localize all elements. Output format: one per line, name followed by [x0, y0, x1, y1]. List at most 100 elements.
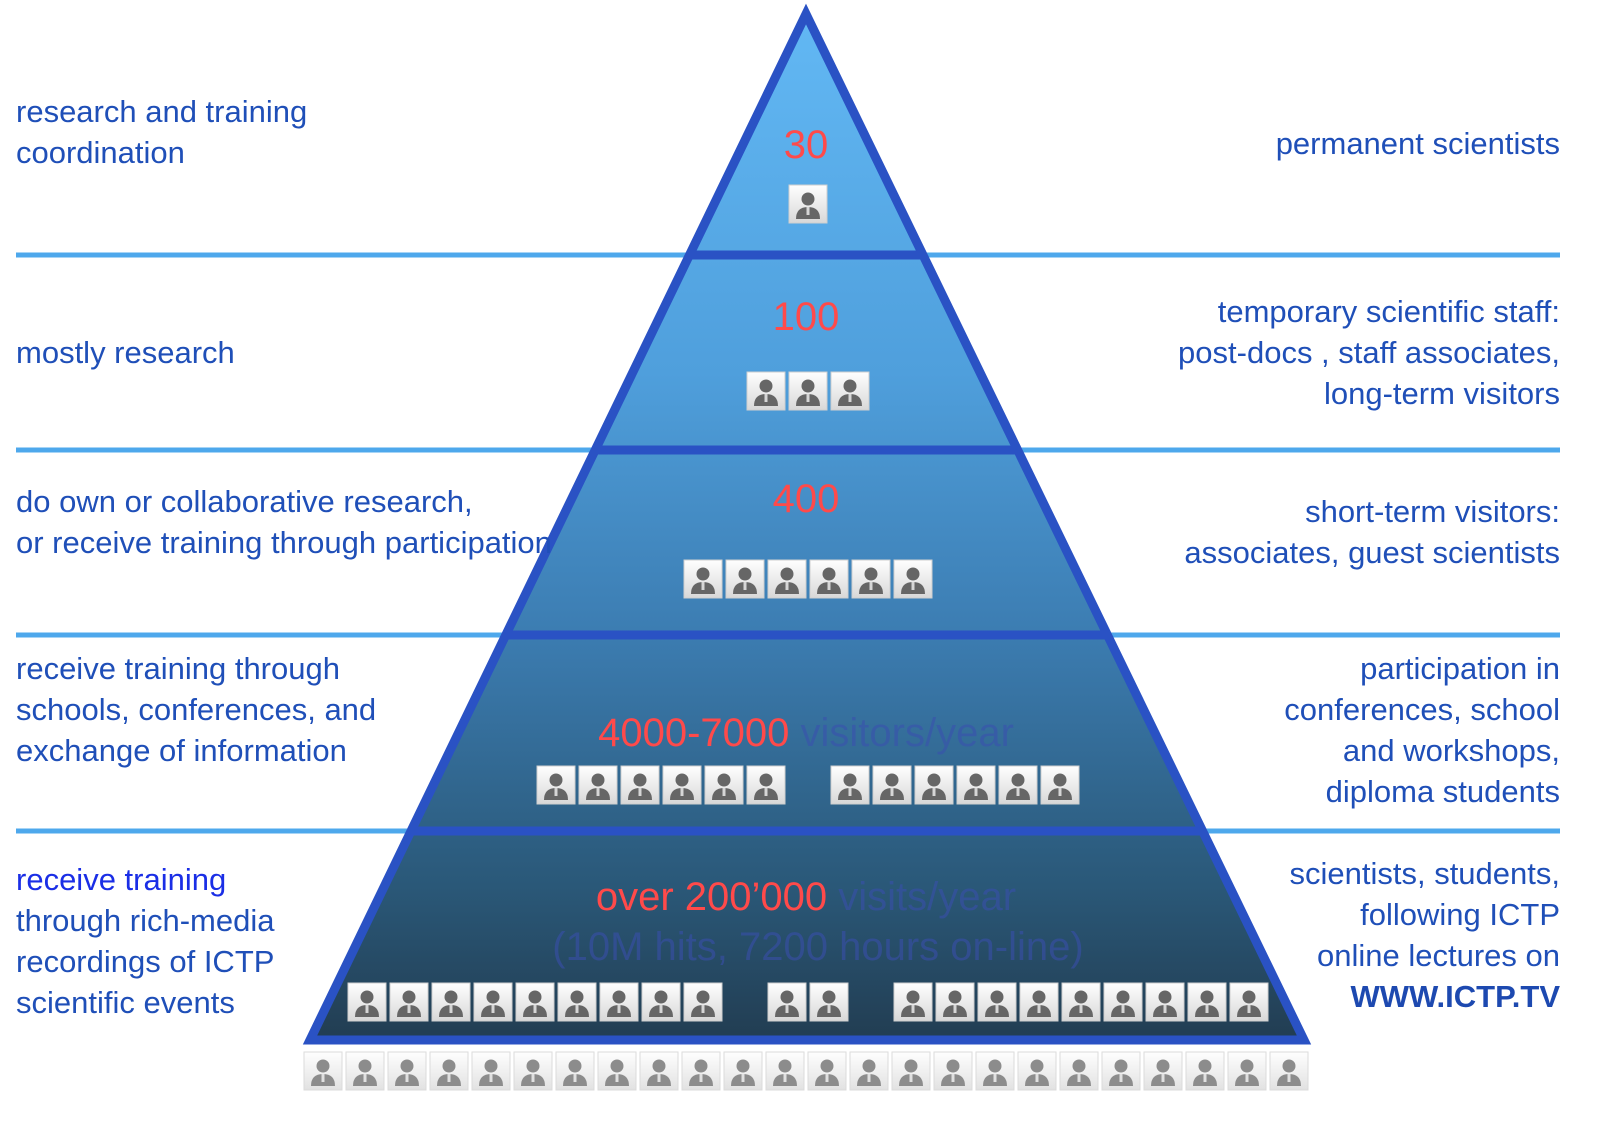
- person-icon: [998, 765, 1038, 805]
- person-icon: [1059, 1051, 1099, 1091]
- right-label-line: scientists, students,: [1289, 856, 1560, 891]
- left-label-line: exchange of information: [16, 733, 347, 768]
- person-icon: [515, 982, 555, 1022]
- person-icon: [473, 982, 513, 1022]
- right-label-tier-4: participation in conferences, school and…: [1284, 648, 1560, 812]
- right-label-line: conferences, school: [1284, 692, 1560, 727]
- right-label-line: short-term visitors:: [1305, 494, 1560, 529]
- person-icon: [809, 559, 849, 599]
- tier-number: 4000-7000: [598, 711, 789, 755]
- right-label-line: participation in: [1360, 651, 1560, 686]
- person-icon: [807, 1051, 847, 1091]
- tier-number: over 200’000: [596, 875, 827, 919]
- person-icon: [975, 1051, 1015, 1091]
- right-label-tier-3: short-term visitors: associates, guest s…: [1184, 491, 1560, 573]
- person-icon: [723, 1051, 763, 1091]
- right-label-line: post-docs , staff associates,: [1178, 335, 1560, 370]
- person-icon: [429, 1051, 469, 1091]
- person-icon: [471, 1051, 511, 1091]
- tier-number: 30: [784, 123, 829, 167]
- right-label-tier-2: temporary scientific staff: post-docs , …: [1178, 291, 1560, 414]
- tier-unit: visits/year: [827, 875, 1016, 919]
- ictp-tv-link[interactable]: WWW.ICTP.TV: [1350, 979, 1560, 1014]
- right-label-line: temporary scientific staff:: [1217, 294, 1560, 329]
- left-label-line: scientific events: [16, 985, 235, 1020]
- person-icon: [1187, 982, 1227, 1022]
- person-icon: [1145, 982, 1185, 1022]
- right-label-line: diploma students: [1325, 774, 1560, 809]
- person-icon: [977, 982, 1017, 1022]
- person-icon: [788, 184, 828, 224]
- person-icon: [639, 1051, 679, 1091]
- person-icon: [704, 765, 744, 805]
- person-icon: [746, 371, 786, 411]
- person-icon: [557, 982, 597, 1022]
- right-label-line: long-term visitors: [1324, 376, 1560, 411]
- left-label-line: research and training: [16, 94, 308, 129]
- left-label-tier-5: receive training through rich-media reco…: [16, 859, 274, 1023]
- person-icon: [891, 1051, 931, 1091]
- person-icon: [345, 1051, 385, 1091]
- person-icon: [347, 982, 387, 1022]
- person-icon: [849, 1051, 889, 1091]
- left-label-line: schools, conferences, and: [16, 692, 377, 727]
- left-label-line: recordings of ICTP: [16, 944, 275, 979]
- tier-number: 100: [773, 295, 840, 339]
- person-icon: [872, 765, 912, 805]
- left-label-line: through rich-media: [16, 903, 275, 938]
- person-icon: [1017, 1051, 1057, 1091]
- person-icon: [431, 982, 471, 1022]
- person-icon: [956, 765, 996, 805]
- left-label-line: coordination: [16, 135, 185, 170]
- person-icon: [641, 982, 681, 1022]
- person-icon: [555, 1051, 595, 1091]
- person-icon: [933, 1051, 973, 1091]
- person-icon: [303, 1051, 343, 1091]
- person-icon: [513, 1051, 553, 1091]
- person-icon: [830, 371, 870, 411]
- person-icon: [1040, 765, 1080, 805]
- left-label-tier-4: receive training through schools, confer…: [16, 648, 376, 771]
- person-icon: [893, 559, 933, 599]
- left-label-tier-1: research and training coordination: [16, 91, 307, 173]
- bottom-icon-row: [303, 1051, 1309, 1091]
- right-label-line: online lectures on: [1317, 938, 1560, 973]
- person-icon: [914, 765, 954, 805]
- person-icon: [851, 559, 891, 599]
- person-icon: [1143, 1051, 1183, 1091]
- person-icon: [620, 765, 660, 805]
- person-icon: [1019, 982, 1059, 1022]
- person-icon: [767, 559, 807, 599]
- person-icon: [1101, 1051, 1141, 1091]
- right-label-line: associates, guest scientists: [1184, 535, 1560, 570]
- left-label-line: do own or collaborative research,: [16, 484, 473, 519]
- person-icon: [1061, 982, 1101, 1022]
- tier-number: 400: [773, 477, 840, 521]
- tier-sub-line: (10M hits, 7200 hours on-line): [552, 925, 1083, 969]
- tier-value-label: 400: [773, 477, 840, 521]
- tier-value-label: 4000-7000 visitors/year: [598, 711, 1014, 755]
- tier-dividers: [412, 250, 1200, 836]
- right-label-tier-1: permanent scientists: [1276, 123, 1560, 164]
- left-label-tier-2: mostly research: [16, 332, 235, 373]
- left-label-line: or receive training through participatio…: [16, 525, 552, 560]
- person-icon: [1103, 982, 1143, 1022]
- right-label-line: following ICTP: [1360, 897, 1560, 932]
- person-icon: [599, 982, 639, 1022]
- person-icon: [765, 1051, 805, 1091]
- left-label-line: receive training: [16, 862, 227, 897]
- left-label-line: receive training through: [16, 651, 340, 686]
- right-label-line: permanent scientists: [1275, 126, 1560, 161]
- left-label-tier-3: do own or collaborative research, or rec…: [16, 481, 552, 563]
- tier-value-label: 30: [784, 123, 829, 167]
- person-icon: [389, 982, 429, 1022]
- person-icon: [387, 1051, 427, 1091]
- tier-value-label: 100: [773, 295, 840, 339]
- person-icon: [597, 1051, 637, 1091]
- person-icon: [536, 765, 576, 805]
- person-icon: [683, 559, 723, 599]
- person-icon: [662, 765, 702, 805]
- person-icon: [746, 765, 786, 805]
- person-icon: [809, 982, 849, 1022]
